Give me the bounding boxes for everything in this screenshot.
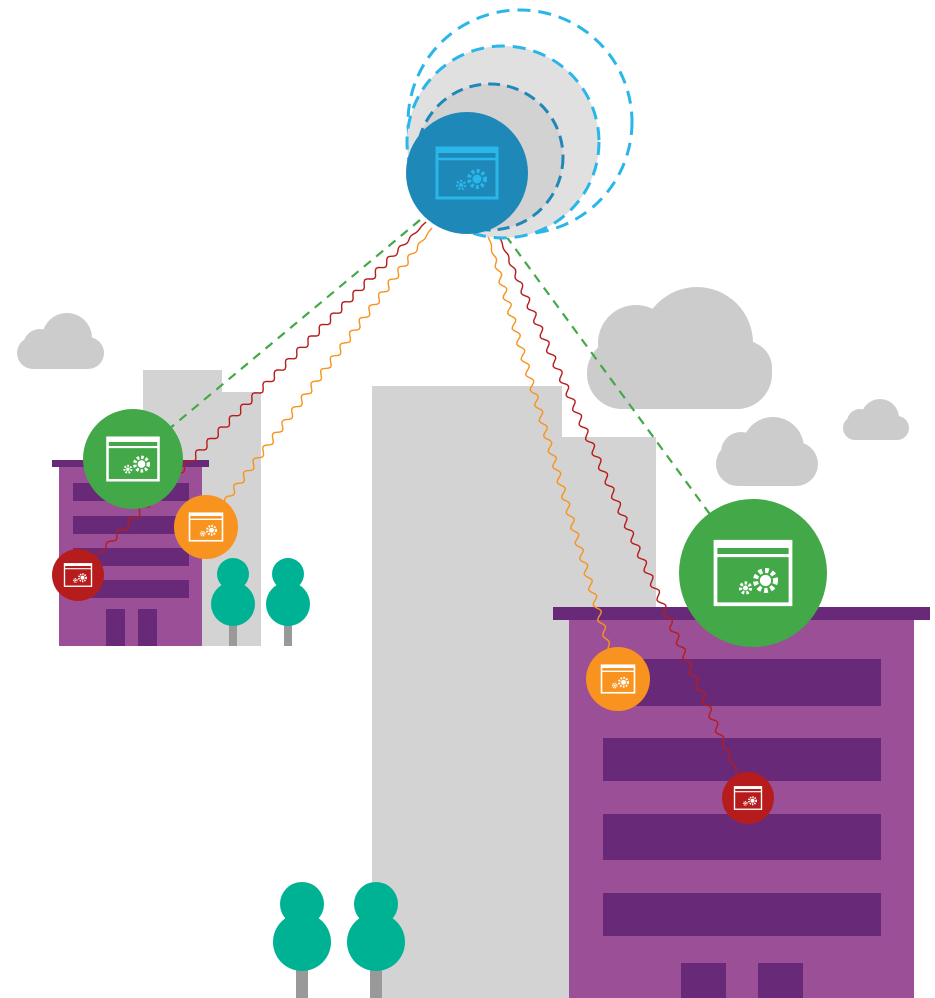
trees	[211, 558, 405, 998]
cloud-mid-right	[716, 417, 818, 486]
cloud-left	[17, 313, 104, 369]
tree	[211, 558, 255, 646]
link-central-node-to-orange-node-right	[486, 231, 619, 680]
green-node-right-disc	[679, 499, 827, 647]
orange-node-right[interactable]	[586, 647, 650, 711]
app-gear-window-icon	[435, 146, 499, 200]
tree	[266, 558, 310, 646]
green-node-left[interactable]	[83, 409, 183, 509]
red-node-right-disc	[722, 772, 774, 824]
tree	[273, 882, 331, 998]
red-node-left-disc	[52, 549, 104, 601]
green-node-right[interactable]	[679, 499, 827, 647]
link-central-node-to-red-node-left	[77, 221, 427, 576]
orange-node-left[interactable]	[174, 495, 238, 559]
red-node-right[interactable]	[722, 772, 774, 824]
link-central-node-to-green-node-right	[505, 235, 754, 574]
connection-links	[77, 219, 754, 799]
link-central-node-to-red-node-right	[495, 229, 749, 799]
halo-ring-middle	[405, 44, 601, 240]
green-node-left-disc	[83, 409, 183, 509]
clouds	[17, 287, 909, 486]
link-central-node-to-green-node-left	[132, 219, 421, 460]
red-node-left[interactable]	[52, 549, 104, 601]
gray-tower-center	[372, 386, 562, 998]
cloud-large	[587, 287, 772, 409]
orange-node-left-disc	[174, 495, 238, 559]
orange-node-right-disc	[586, 647, 650, 711]
link-central-node-to-orange-node-left	[205, 227, 433, 528]
nodes	[52, 112, 827, 824]
central-node-disc	[406, 112, 528, 234]
tree	[347, 882, 405, 998]
cloud-small-right	[843, 399, 909, 440]
central-node[interactable]	[406, 112, 528, 234]
